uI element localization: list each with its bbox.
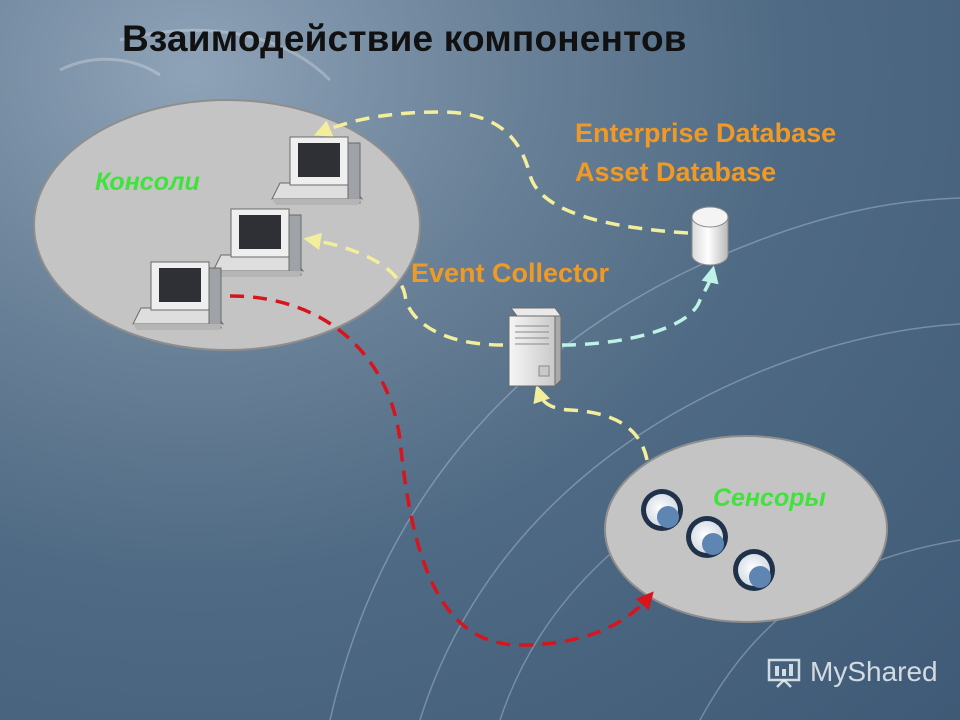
computer-workstation-icon bbox=[271, 136, 363, 205]
computer-workstation-icon bbox=[212, 208, 304, 277]
consoles-group bbox=[33, 99, 421, 351]
consoles-label: Консоли bbox=[95, 168, 200, 196]
computer-workstation-icon bbox=[132, 261, 224, 330]
database-cylinder-icon bbox=[691, 206, 729, 266]
background-decoration bbox=[59, 28, 960, 720]
asset-database-label: Asset Database bbox=[575, 157, 777, 187]
sensors-label: Сенсоры bbox=[713, 484, 826, 512]
slide-title: Взаимодействие компонентов bbox=[122, 18, 687, 59]
arrow-collector-to-database bbox=[561, 265, 719, 347]
watermark-text: MyShared bbox=[810, 656, 938, 687]
sensor-icon bbox=[641, 489, 683, 531]
presentation-board-icon bbox=[767, 658, 801, 688]
event-collector-label: Event Collector bbox=[411, 258, 610, 288]
arrow-collector-to-console bbox=[303, 232, 504, 347]
watermark: MyShared bbox=[766, 656, 938, 688]
server-tower-icon bbox=[508, 307, 562, 388]
enterprise-database-label: Enterprise Database bbox=[575, 118, 837, 148]
arrow-sensors-to-collector bbox=[533, 384, 649, 461]
sensor-icon bbox=[686, 516, 728, 558]
arrow-database-to-console bbox=[313, 110, 689, 235]
sensors-group bbox=[604, 435, 888, 623]
arrow-console-to-sensors bbox=[229, 294, 654, 647]
sensor-icon bbox=[733, 549, 775, 591]
